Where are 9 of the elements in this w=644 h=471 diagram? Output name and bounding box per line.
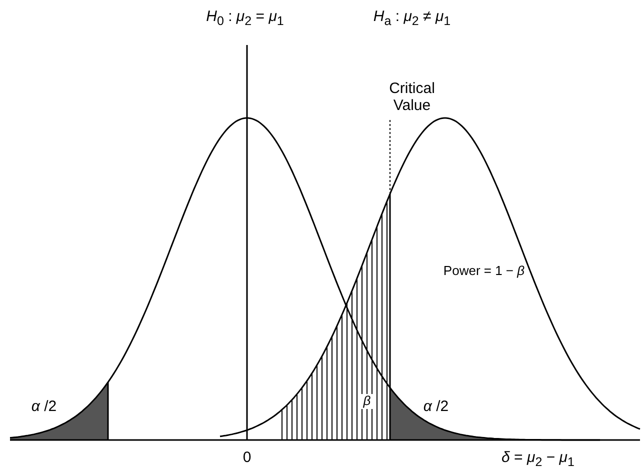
plot-label: Critical Value — [388, 80, 436, 114]
plot-label: H$_{a}$ : μ$_{2}$ ≠ μ$_{1}$ — [373, 8, 451, 28]
plot-label: 0 — [242, 449, 252, 466]
plot-label: Power = 1 − β — [443, 264, 525, 279]
plot-label: α /2 — [31, 398, 57, 416]
plot-label: α /2 — [423, 398, 449, 416]
plot-label: H$_{0}$ : μ$_{2}$ = μ$_{1}$ — [206, 8, 284, 28]
plot-label: δ = μ$_{2}$ − μ$_{1}$ — [502, 449, 574, 470]
plot-label: β — [360, 394, 374, 409]
